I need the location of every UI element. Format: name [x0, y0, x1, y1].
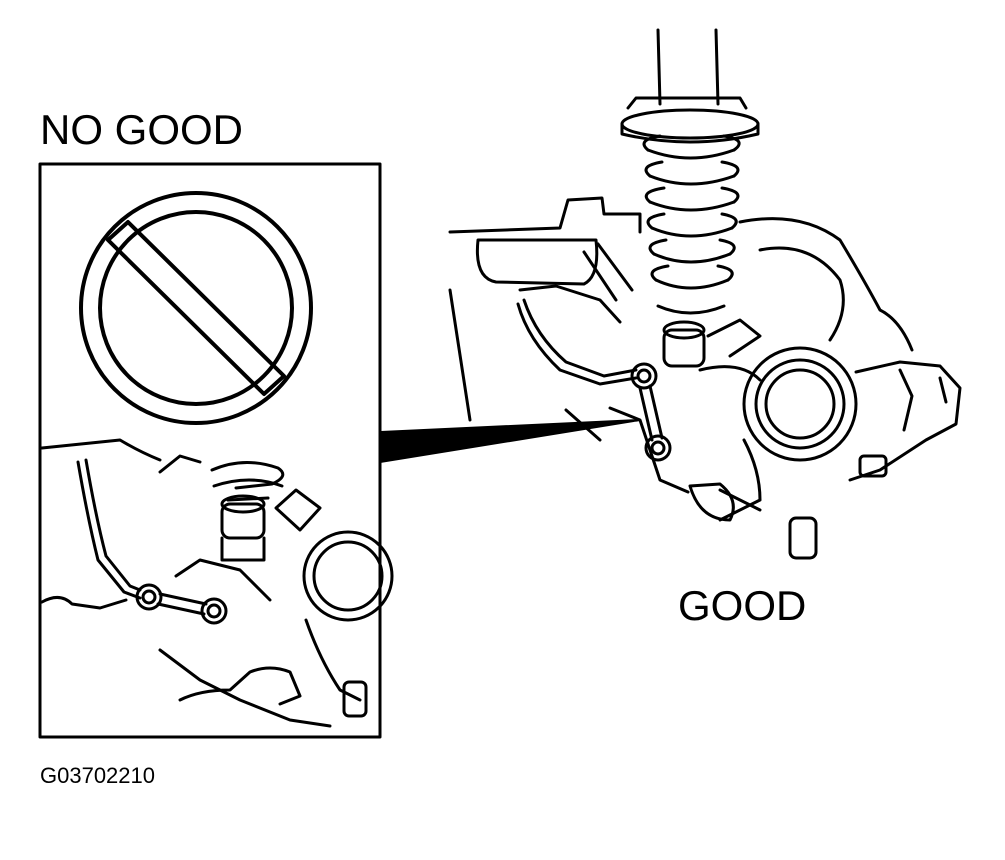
good-label: GOOD — [678, 582, 807, 629]
prohibition-icon — [79, 191, 313, 425]
no-good-illustration — [40, 438, 394, 728]
wheel-hub — [742, 346, 858, 462]
coil-spring — [642, 134, 741, 315]
sensor-link-no-good — [76, 458, 228, 625]
figure-code: G03702210 — [40, 763, 155, 788]
sensor-link-good — [516, 298, 672, 462]
no-good-label: NO GOOD — [40, 106, 244, 153]
good-illustration — [448, 28, 962, 560]
no-good-box — [38, 162, 382, 739]
